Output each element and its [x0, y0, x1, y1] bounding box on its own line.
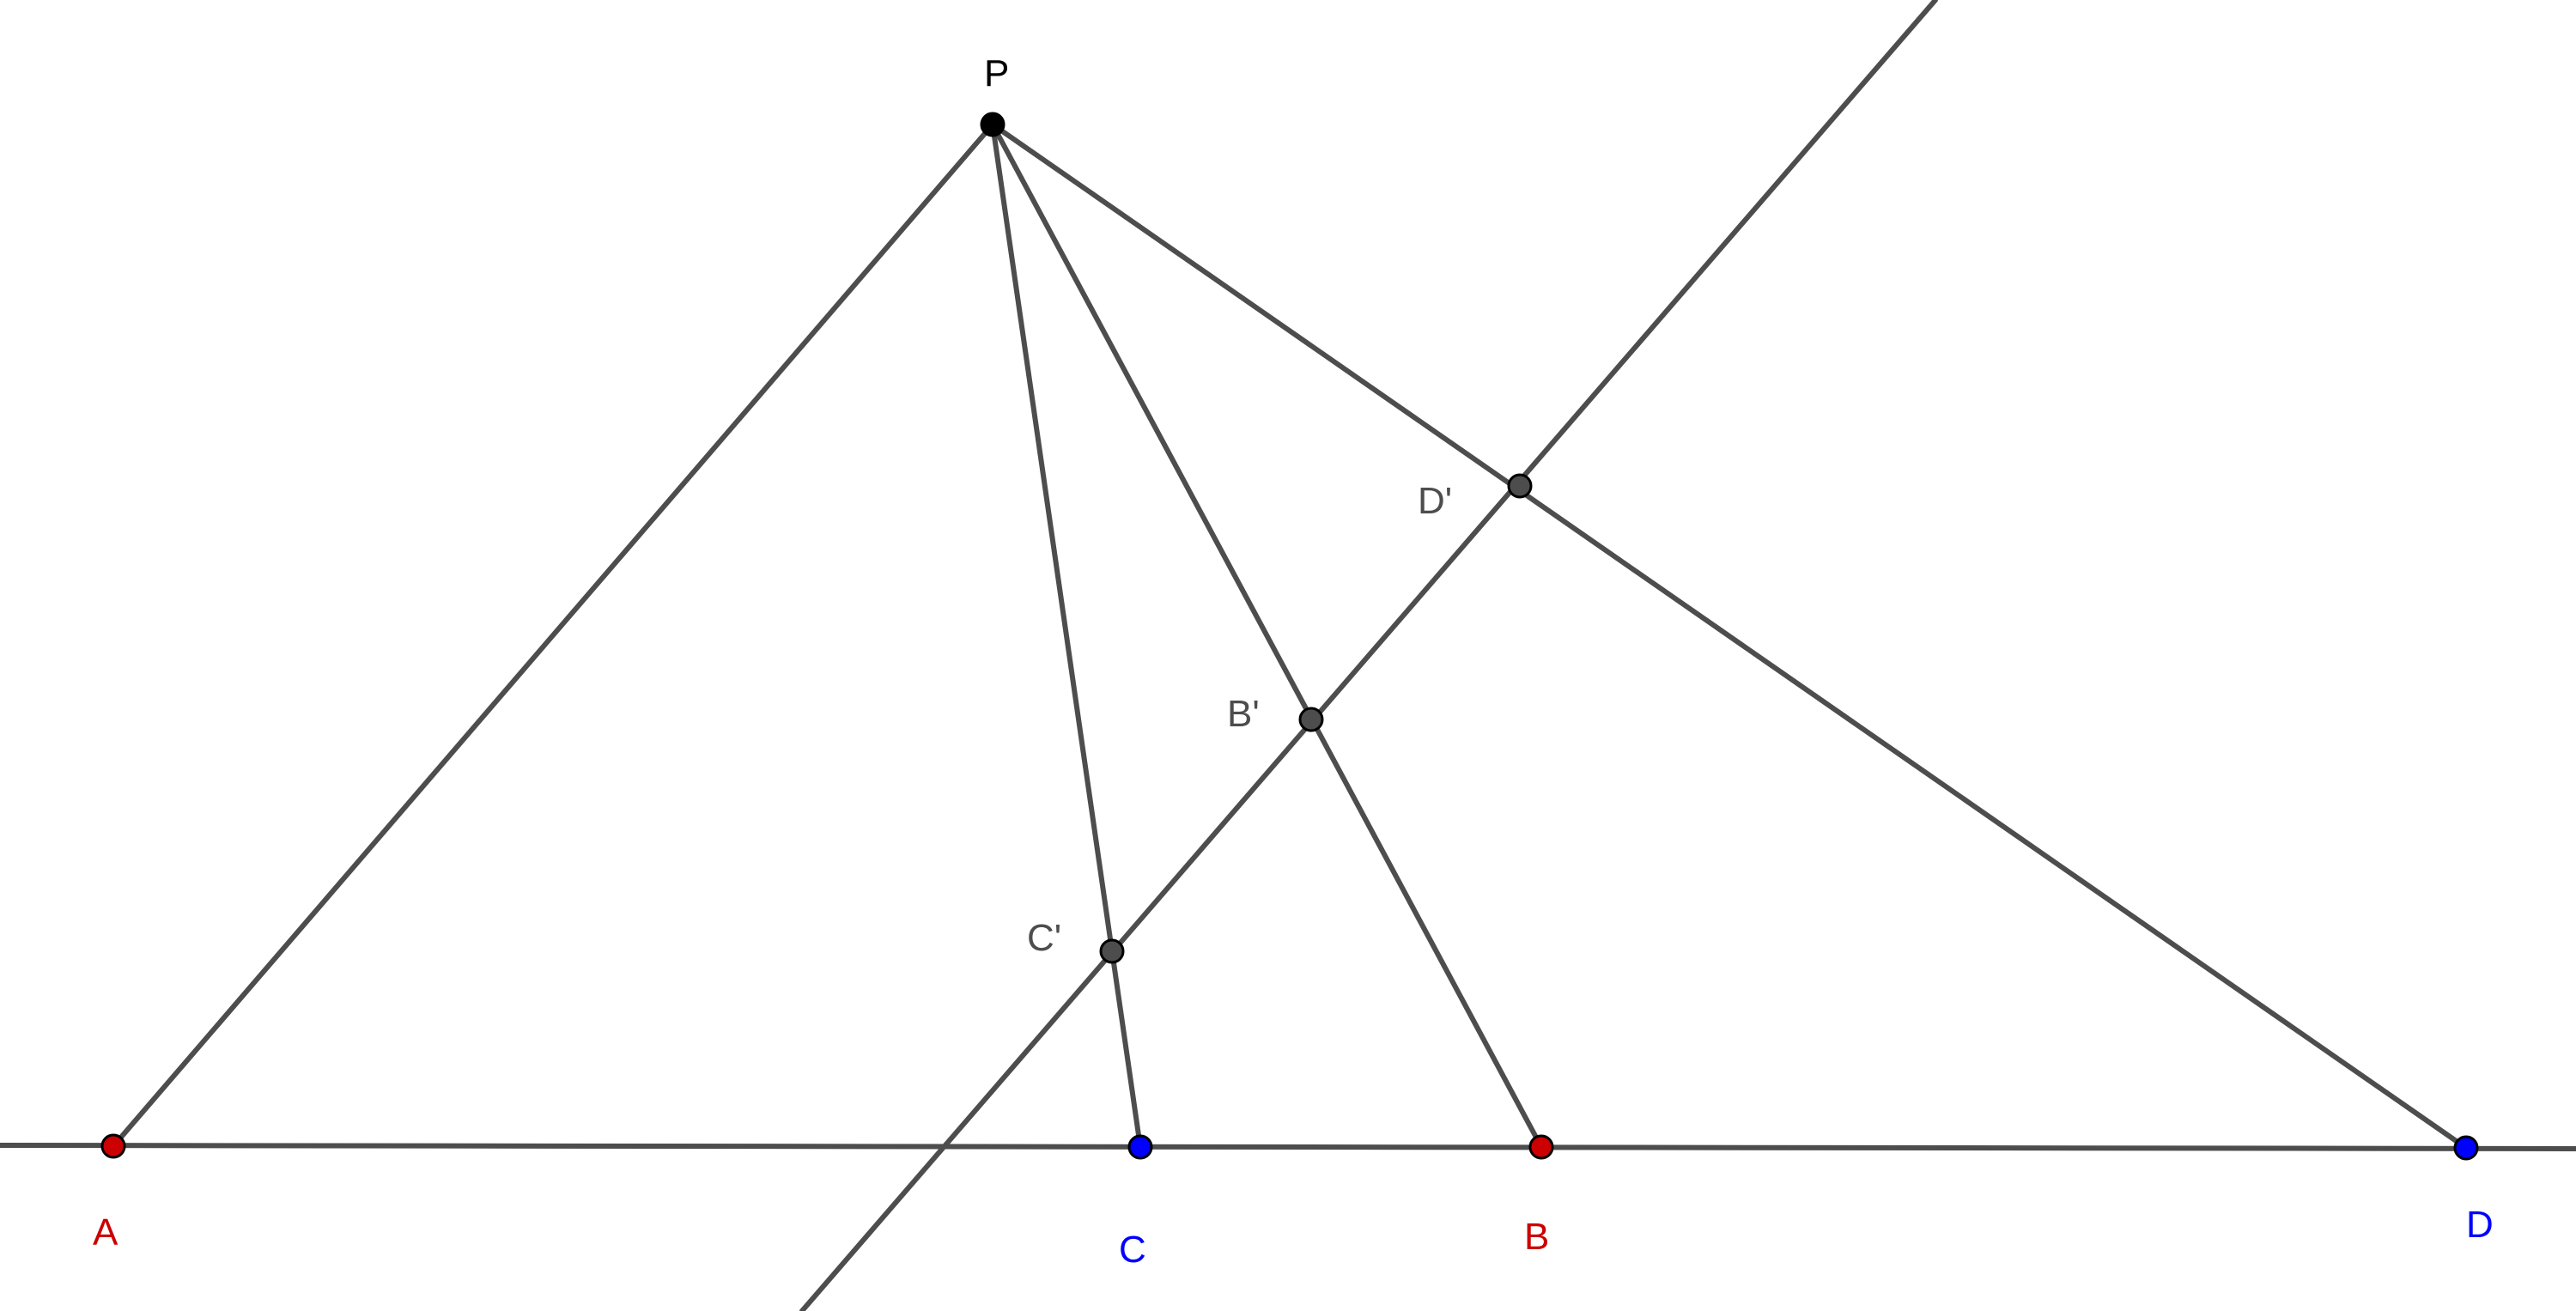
label-D: D	[2466, 1204, 2494, 1246]
point-A[interactable]	[100, 1133, 126, 1159]
point-D-prime[interactable]	[1507, 473, 1533, 499]
point-C-prime[interactable]	[1099, 938, 1125, 964]
label-C: C	[1119, 1229, 1146, 1271]
segment-PB[interactable]	[990, 122, 1544, 1150]
label-A: A	[93, 1211, 118, 1253]
segment-PA[interactable]	[111, 122, 995, 1149]
line-ABCD[interactable]	[0, 1143, 2576, 1151]
label-P: P	[984, 52, 1009, 94]
point-C[interactable]	[1127, 1134, 1153, 1160]
label-B-prime: B'	[1227, 693, 1260, 735]
label-B: B	[1524, 1216, 1549, 1258]
point-B-prime[interactable]	[1298, 707, 1324, 732]
segment-PD[interactable]	[990, 122, 2469, 1150]
line-C'B'D'[interactable]	[799, 0, 1938, 1311]
label-C-prime: C'	[1027, 917, 1061, 959]
label-D-prime: D'	[1418, 480, 1452, 522]
point-D[interactable]	[2453, 1135, 2479, 1161]
segment-PC[interactable]	[990, 122, 1143, 1150]
point-B[interactable]	[1528, 1134, 1554, 1160]
point-P[interactable]	[980, 112, 1005, 137]
